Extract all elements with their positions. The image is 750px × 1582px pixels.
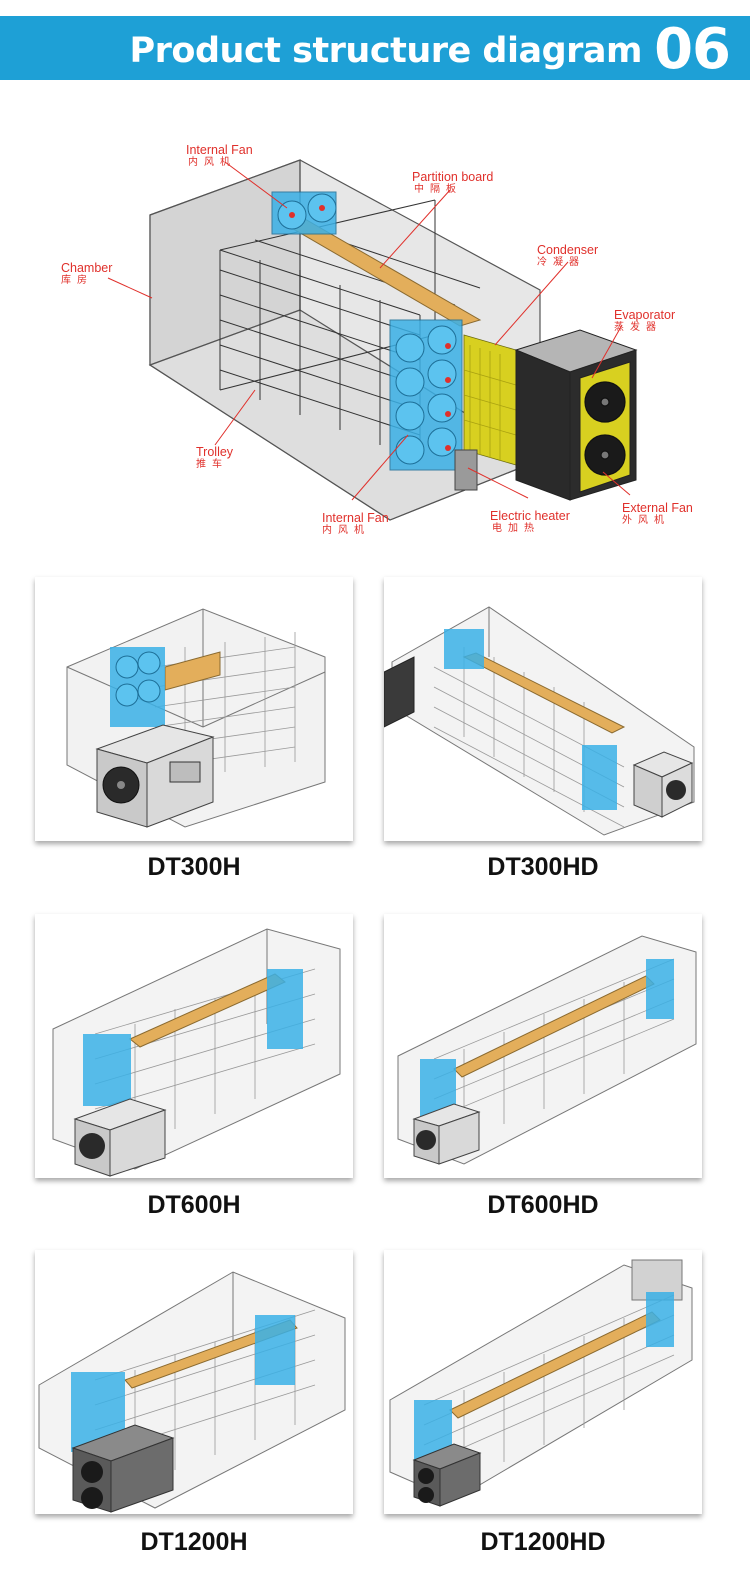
model-label-dt300h: DT300H xyxy=(147,853,241,881)
dt600hd-illustration xyxy=(397,935,697,1165)
internal-fan-bottom-cn-label: 内风机 xyxy=(322,525,370,536)
condenser-cn-label: 冷凝器 xyxy=(537,257,585,268)
external-fan-icon xyxy=(584,381,626,476)
model-card-dt1200hd xyxy=(384,1250,702,1514)
dt1200h-illustration xyxy=(38,1271,346,1513)
model-label-dt600h: DT600H xyxy=(147,1191,241,1219)
chamber-cn-label: 库房 xyxy=(61,275,93,286)
callout-leader-lines xyxy=(107,161,631,501)
external-fan-cn-label: 外风机 xyxy=(622,515,670,526)
electric-heater xyxy=(454,449,478,491)
internal-fan-top-cn-label: 内风机 xyxy=(188,157,236,168)
internal-fan-top-icon xyxy=(271,191,337,235)
internal-fan-bottom-label: Internal Fan xyxy=(322,511,389,525)
evaporator-label: Evaporator xyxy=(614,308,676,322)
chamber-label: Chamber xyxy=(61,261,113,275)
model-label-dt1200hd: DT1200HD xyxy=(480,1528,606,1556)
structure-diagram-illustration xyxy=(107,159,638,521)
structure-diagram: Internal Fan 内风机 Partition board 中隔板 Cha… xyxy=(40,120,710,560)
trolley-label: Trolley xyxy=(196,445,234,459)
condenser-coil xyxy=(463,334,517,466)
partition-board-cn-label: 中隔板 xyxy=(414,184,462,195)
page-title: Product structure diagram xyxy=(129,31,643,71)
dt300h-illustration xyxy=(66,608,326,828)
condenser-label: Condenser xyxy=(537,243,599,257)
electric-heater-cn-label: 电加热 xyxy=(492,523,540,534)
model-card-dt300h xyxy=(35,577,353,841)
dt1200hd-illustration xyxy=(389,1259,693,1507)
electric-heater-label: Electric heater xyxy=(490,509,570,523)
model-label-dt300hd: DT300HD xyxy=(487,853,599,881)
header-bar xyxy=(0,16,750,80)
evaporator-cn-label: 蒸发器 xyxy=(614,322,662,333)
model-card-dt1200h xyxy=(35,1250,353,1514)
model-card-dt600h xyxy=(35,914,353,1178)
dt300hd-illustration xyxy=(384,606,695,836)
partition-board-label: Partition board xyxy=(412,170,494,184)
section-number: 06 xyxy=(654,17,731,82)
internal-fan-bottom-icon xyxy=(389,319,463,471)
internal-fan-top-label: Internal Fan xyxy=(186,143,253,157)
model-card-dt600hd xyxy=(384,914,702,1178)
model-card-dt300hd xyxy=(384,577,702,841)
model-label-dt600hd: DT600HD xyxy=(487,1191,599,1219)
model-label-dt1200h: DT1200H xyxy=(140,1528,248,1556)
trolley-cn-label: 推车 xyxy=(196,459,228,470)
external-fan-label: External Fan xyxy=(622,501,693,515)
dt600h-illustration xyxy=(52,928,341,1177)
